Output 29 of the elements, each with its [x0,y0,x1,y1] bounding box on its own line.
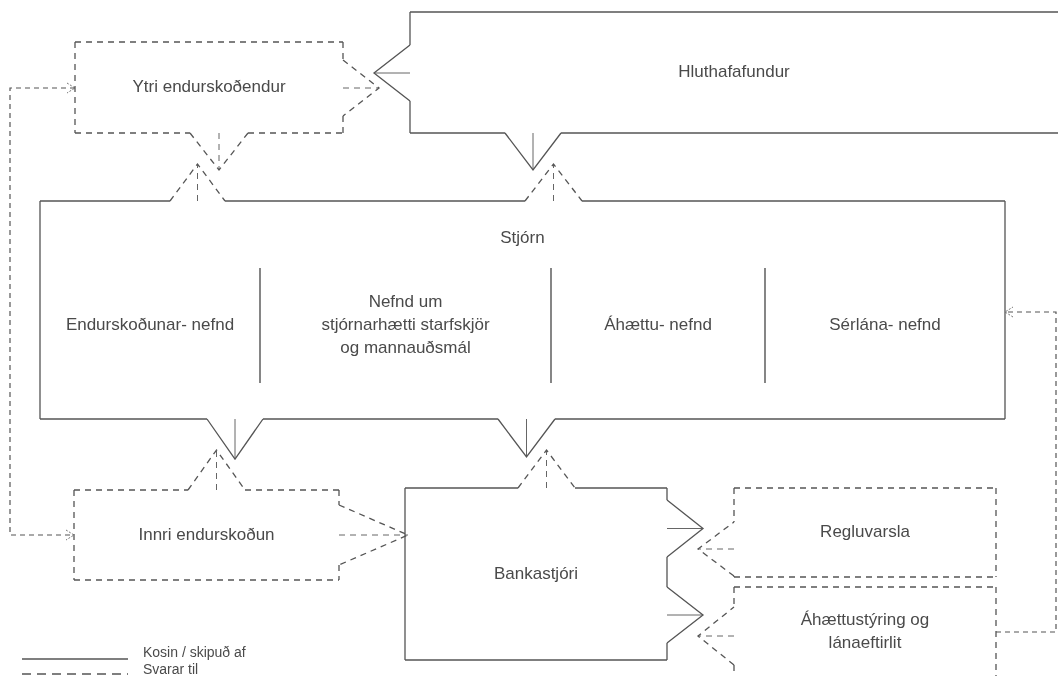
box-label: Innri endurskoðun [138,523,275,546]
chevron-arrow [169,163,226,202]
committee-label: Nefnd um stjórnarhætti starfskjör og mannauðsmál [320,291,491,359]
chevron-arrow [187,449,246,491]
connector-arrow [9,82,76,541]
chevron-arrow [504,132,562,171]
committee-label: Áhættu- nefnd [604,314,712,337]
chevron-arrow [206,418,264,460]
chevron-arrow [342,59,380,117]
chevron-arrow [666,586,704,644]
committee-label: Endurskoðunar- nefnd [65,314,235,337]
chevron-arrow [697,521,735,577]
chevron-arrow [497,418,556,458]
box-label: Regluvarsla [820,521,910,544]
chevron-arrow [373,44,411,102]
box-label: Bankastjóri [493,562,579,585]
legend-text: Svarar til [143,661,199,677]
connector-arrow [995,306,1057,633]
chevron-arrow [697,606,735,666]
chevron-arrow [666,499,704,558]
box-label: Áhættustýring og lánaeftirlit [799,608,931,654]
chevron-arrow [189,132,249,171]
chevron-arrow [517,449,576,489]
box-label: Ytri endurskoðendur [132,76,286,99]
box-title: Stjórn [499,227,546,249]
box-label: Hluthafafundur [678,61,790,84]
chevron-arrow [524,163,583,202]
legend-text: Kosin / skipuð af [143,644,246,660]
committee-label: Sérlána- nefnd [829,314,941,337]
